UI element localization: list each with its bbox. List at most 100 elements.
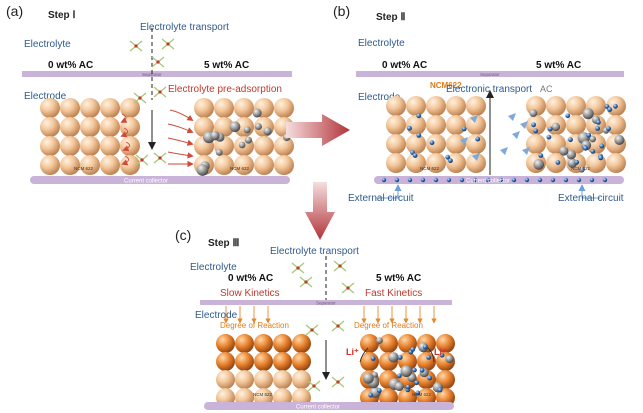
panel-a-step: Step Ⅰ [48,10,75,21]
electrolyte-molecule [151,56,165,68]
ac-particle [388,352,399,363]
collector-electron [576,177,582,183]
collector-electron [498,177,504,183]
electron-dot [461,126,467,132]
collector-electron [407,177,413,183]
electrolyte-wedge [500,147,508,155]
particle [292,334,311,353]
arrow-a-to-c [305,182,335,240]
ac-particle [589,135,596,143]
panel-b-left-label: 0 wt% AC [382,60,427,71]
particle [254,136,274,156]
electrolyte-wedge [512,131,520,139]
panel-c-collector-bar [204,402,454,410]
electron-dot [445,154,451,160]
particle [526,134,546,154]
electrolyte-molecule [333,260,347,272]
particle [234,155,254,175]
particle [406,134,426,154]
panel-a-electrolyte: Electrolyte [24,39,71,50]
electron-dot [607,107,613,112]
electron-dot [437,387,443,393]
particle [235,352,254,372]
electron-dot [405,384,411,390]
electron-dot [415,390,421,396]
particle [386,96,406,116]
particle [606,153,626,173]
collector-electron [537,177,543,183]
collector-electron [459,177,465,183]
panel-a-separator-bar [22,71,292,77]
electron-dot [555,160,561,165]
particle [40,98,60,118]
collector-electron [394,177,400,183]
particle [40,155,60,175]
particle [274,136,294,156]
panel-b-right-lead [578,184,600,199]
electron-dot [412,153,418,158]
electrolyte-molecule [331,376,345,388]
particle [546,96,566,116]
panel-c: (c) Step Ⅲ Electrolyte transport Electro… [175,227,455,411]
panel-b-ac-label: AC [540,84,553,94]
particle [436,334,455,353]
panel-c-degree-left: Degree of Reaction [220,321,289,330]
particle [406,115,426,135]
panel-b-ncm-tag-left: NCM 622 [420,166,440,171]
electron-dot [565,113,571,119]
ac-particle [614,134,625,145]
collector-electron [589,177,595,183]
ac-particle [394,382,404,392]
particle [100,98,120,118]
panel-c-li-left: Li⁺ [346,347,359,357]
ac-particle [529,109,538,118]
panel-a: (a) Step Ⅰ Electrolyte Electrolyte trans… [6,3,294,185]
ac-particle [196,164,209,176]
electron-dot [426,355,432,360]
particle [426,115,446,135]
electron-dot [370,356,376,361]
electron-dot [410,346,416,352]
electrolyte-wedge [460,137,468,145]
particle [273,352,292,372]
ac-particle [582,108,594,120]
panel-a-collector-bar [30,176,290,184]
ac-particle [400,365,413,378]
ac-particle [551,122,561,132]
electrolyte-molecules [129,38,355,392]
panel-b-right-label: 5 wt% AC [536,60,581,71]
ac-particle [566,149,577,160]
particle [426,153,446,173]
collector-electron [420,177,426,183]
collector-electron [485,177,491,183]
ac-particle [362,372,374,384]
particle [60,155,80,175]
particle [386,134,406,154]
panel-a-left-stack [40,98,140,175]
electron-dot [538,153,544,158]
panel-b-right-stack [526,96,626,173]
particle [273,334,292,353]
particle [446,153,466,173]
particle [216,352,235,372]
particle [214,117,234,137]
particle [398,352,417,372]
panel-b-letter: (b) [333,3,350,19]
particle [274,155,294,175]
collector-electron [550,177,556,183]
particle [100,155,120,175]
electron-dot [595,119,601,125]
ac-particle [229,121,241,133]
ac-particle [210,131,220,141]
particle [426,96,446,116]
particle [274,98,294,118]
panel-c-li-arrow-left [359,347,369,363]
particle [426,134,446,154]
particle [292,370,311,390]
particle [80,117,100,137]
panel-c-separator: Separator [316,301,336,306]
electrolyte-molecule [161,38,175,50]
particle [40,117,60,137]
electron-dot [475,136,481,142]
